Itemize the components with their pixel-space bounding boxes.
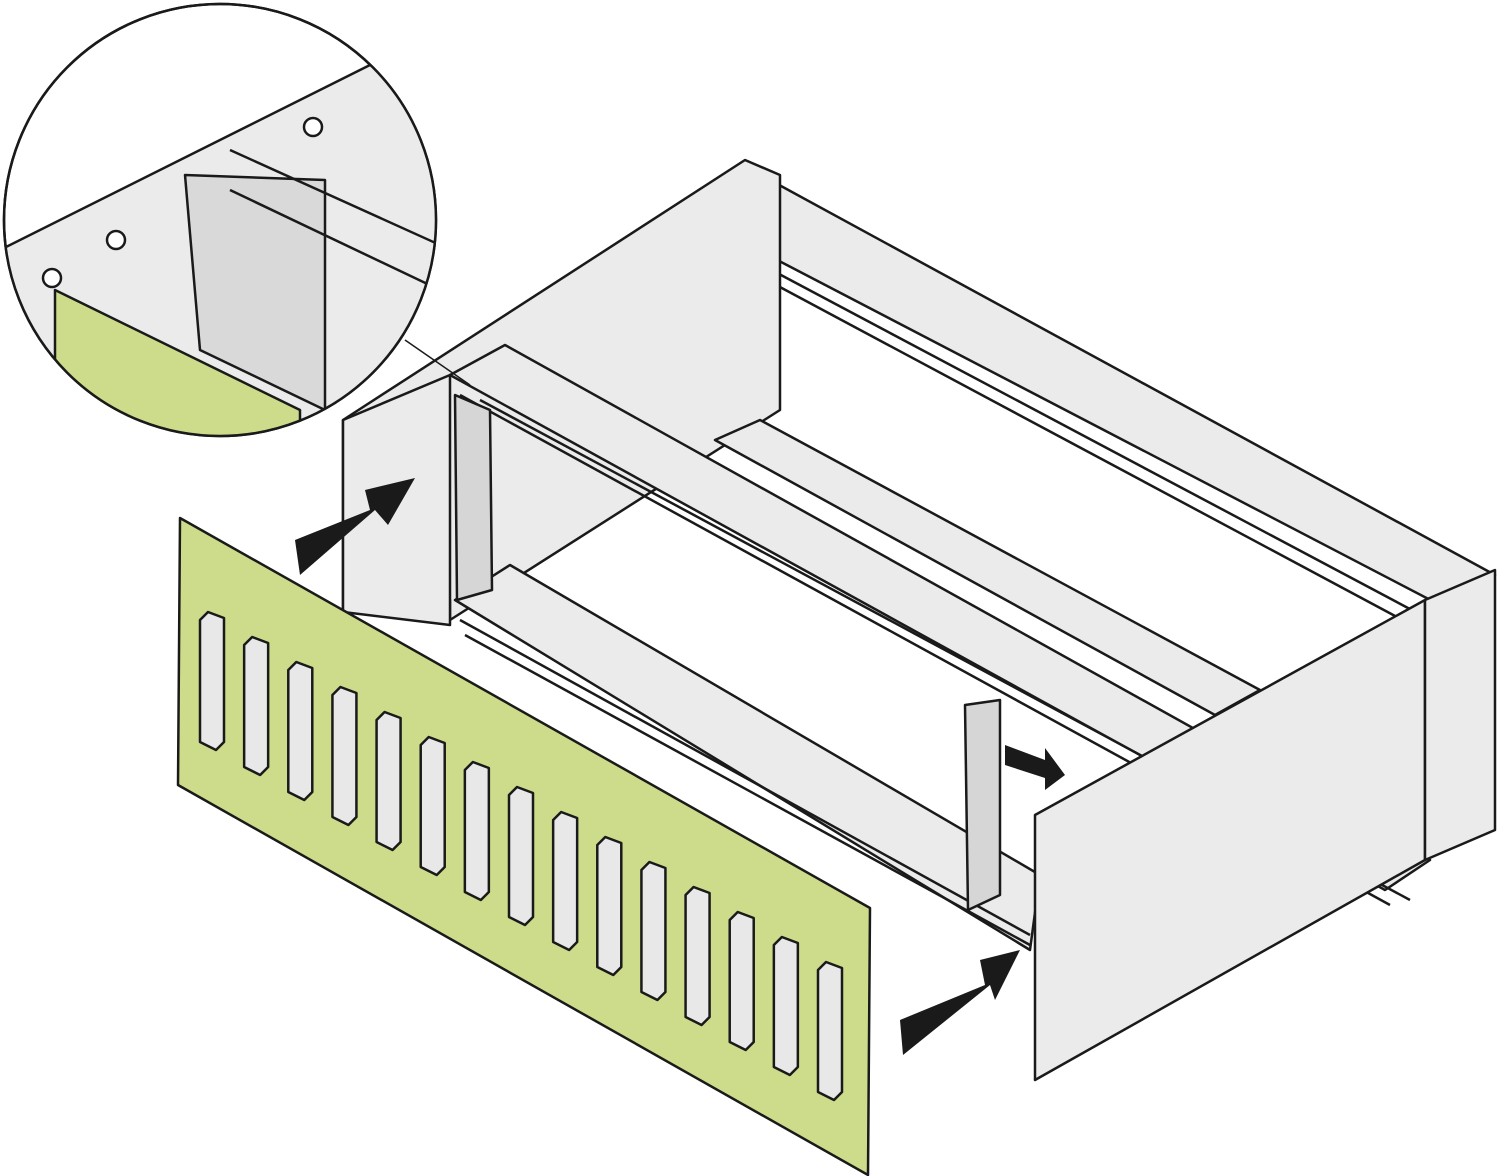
inset-hole [105,229,127,251]
connector [242,635,270,777]
inset-line [229,188,436,292]
mounting-bracket [1423,568,1497,862]
inset-hole [302,116,324,138]
connector [684,885,711,1027]
connector [198,610,226,752]
arrows [295,478,1065,1055]
inset-hole [41,267,63,289]
card-guide-strip [963,698,1002,912]
connector [507,785,535,927]
connector [331,685,358,827]
leader-line [404,339,471,386]
connector [816,960,844,1102]
rail-groove [719,253,1441,642]
connector [640,860,667,1002]
rail-groove [459,618,1031,937]
card-guide-strip [453,393,494,602]
subrack-frame [341,158,1497,1082]
magnifier-inset [2,2,471,438]
arrow-right-icon [1005,745,1065,790]
connector [728,910,755,1052]
backplane [176,516,872,1176]
inset-line [229,148,436,247]
connector [287,660,314,802]
connector [375,710,402,852]
connector [772,935,800,1077]
rail-groove [464,633,1031,947]
connector [551,810,579,952]
connector [419,735,446,877]
arrow-right-icon [900,950,1020,1055]
connectors [198,610,844,1102]
arrow-right-icon [295,478,415,575]
connector [463,760,491,902]
rail-groove [714,238,1441,627]
connector [596,835,623,977]
